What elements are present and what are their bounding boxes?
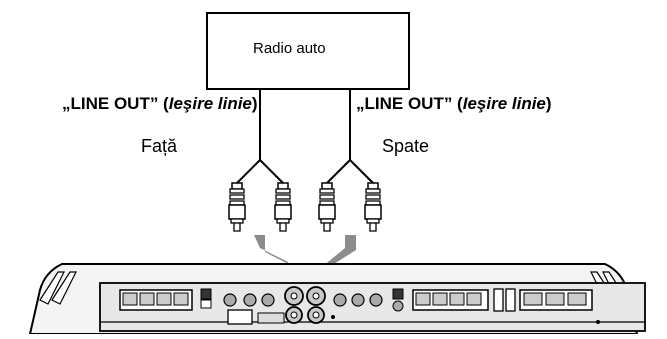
speaker-terminal-block xyxy=(119,289,193,311)
line-out-italic: Ieşire linie xyxy=(462,94,546,113)
radio-box xyxy=(206,12,410,90)
line-out-suffix: ) xyxy=(545,94,552,113)
rca-plug xyxy=(274,182,292,232)
rear-channel-label: Spate xyxy=(382,136,430,156)
rca-input-jacks xyxy=(284,286,326,324)
gain-knob xyxy=(243,293,257,307)
power-terminal-block xyxy=(519,289,593,311)
switch xyxy=(200,288,212,300)
gain-knob xyxy=(261,293,275,307)
fuse xyxy=(493,288,504,312)
radio-label: Radio auto xyxy=(253,40,326,57)
gain-knob xyxy=(223,293,237,307)
rca-plug xyxy=(318,182,336,232)
line-out-label-rear: „LINE OUT” (Ieşire linie) xyxy=(356,95,552,112)
line-out-suffix: ) xyxy=(251,94,258,113)
switch xyxy=(392,288,404,300)
remote-connector xyxy=(227,309,253,325)
rca-cables xyxy=(236,89,374,184)
crossover-knob xyxy=(333,293,347,307)
rca-plug xyxy=(228,182,246,232)
line-out-italic: Ieşire linie xyxy=(168,94,252,113)
crossover-knob xyxy=(369,293,383,307)
front-channel-label: Față xyxy=(141,136,178,156)
fuse xyxy=(505,288,516,312)
speaker-terminal-block xyxy=(412,289,489,311)
line-out-label-front: „LINE OUT” (Ieşire linie) xyxy=(62,95,258,112)
line-out-prefix: „LINE OUT” ( xyxy=(62,94,169,113)
rca-plug xyxy=(364,182,382,232)
line-out-prefix: „LINE OUT” ( xyxy=(356,94,463,113)
crossover-knob xyxy=(351,293,365,307)
amplifier xyxy=(28,263,646,335)
